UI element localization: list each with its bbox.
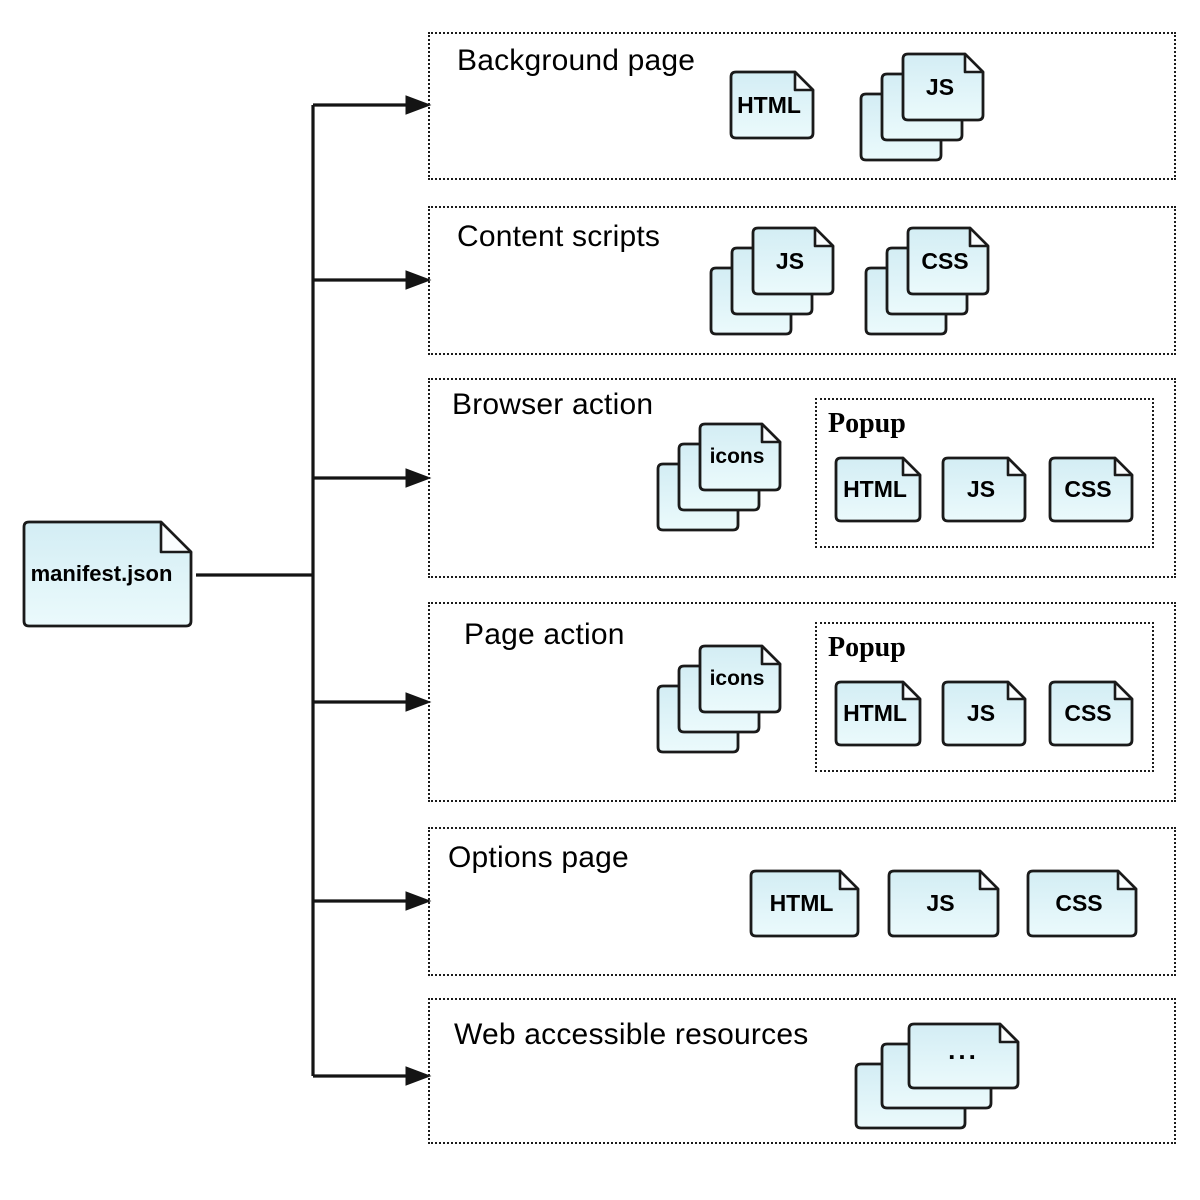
file-icon-html: HTML: [832, 678, 924, 749]
file-stack-js: JS: [707, 224, 839, 340]
file-label-html: HTML: [737, 91, 801, 118]
arrowhead-content-scripts: [405, 270, 432, 290]
file-label-css: CSS: [921, 247, 969, 274]
file-label-js: JS: [775, 247, 805, 274]
arrowhead-browser-action: [405, 468, 432, 488]
file-label-html: HTML: [843, 476, 907, 502]
file-icon-html: HTML: [832, 454, 924, 525]
arrowhead-options-page: [405, 891, 432, 911]
file-stack-css: CSS: [862, 224, 994, 340]
file-label-js: JS: [926, 890, 955, 916]
file-icon-css: CSS: [1024, 867, 1140, 940]
popup-box: Popup HTML JS CSS: [815, 622, 1154, 772]
file-icon-html: HTML: [747, 867, 862, 940]
file-label-css: CSS: [1064, 476, 1112, 502]
file-label-html: HTML: [843, 700, 907, 726]
arrowhead-background-page: [405, 95, 432, 115]
section-web-accessible-resources: Web accessible resources ...: [428, 998, 1176, 1144]
file-icon-html: HTML: [727, 68, 817, 142]
section-web-accessible-resources-label: Web accessible resources: [454, 1018, 809, 1051]
section-content-scripts-label: Content scripts: [457, 220, 661, 253]
file-label-js: JS: [966, 476, 996, 502]
file-label-html: HTML: [769, 890, 834, 916]
file-stack-icons: icons: [654, 420, 786, 536]
section-background-page-label: Background page: [457, 44, 696, 77]
file-label-more: ...: [948, 1034, 979, 1065]
file-icon-js: JS: [939, 454, 1029, 525]
file-icon-js: JS: [749, 224, 837, 298]
manifest-json-node: manifest.json: [20, 518, 195, 630]
file-label-js: JS: [966, 700, 996, 726]
popup-label: Popup: [828, 408, 906, 439]
file-icon-css: CSS: [904, 224, 992, 298]
popup-label: Popup: [828, 632, 906, 663]
file-icon-css: CSS: [1046, 678, 1136, 749]
file-icon-css: CSS: [1046, 454, 1136, 525]
section-page-action: Page action icons Popup HTML JS CSS: [428, 602, 1176, 802]
file-stack-resources: ...: [852, 1020, 1024, 1134]
file-label-css: CSS: [1064, 700, 1112, 726]
section-page-action-label: Page action: [464, 618, 625, 651]
arrowhead-web-accessible-resources: [405, 1066, 432, 1086]
file-icon-js: JS: [899, 50, 987, 124]
arrowhead-page-action: [405, 692, 432, 712]
popup-box: Popup HTML JS CSS: [815, 398, 1154, 548]
section-options-page-label: Options page: [448, 841, 629, 874]
section-browser-action-label: Browser action: [452, 388, 654, 421]
file-icon-js: JS: [885, 867, 1002, 940]
manifest-json-label: manifest.json: [30, 561, 173, 586]
file-icon-icons: icons: [696, 642, 784, 716]
section-browser-action: Browser action icons Popup HTML JS CSS: [428, 378, 1176, 578]
file-icon-more: ...: [905, 1020, 1022, 1092]
file-icon-icons: icons: [696, 420, 784, 494]
file-icon-js: JS: [939, 678, 1029, 749]
file-stack-icons: icons: [654, 642, 786, 758]
section-options-page: Options page HTML JS CSS: [428, 827, 1176, 976]
file-stack-js: JS: [857, 50, 989, 166]
section-content-scripts: Content scripts JS CSS: [428, 206, 1176, 355]
section-background-page: Background page HTML JS: [428, 32, 1176, 180]
file-label-js: JS: [925, 73, 955, 100]
file-label-icons: icons: [709, 667, 765, 690]
file-label-css: CSS: [1055, 890, 1103, 916]
file-label-icons: icons: [709, 445, 765, 468]
